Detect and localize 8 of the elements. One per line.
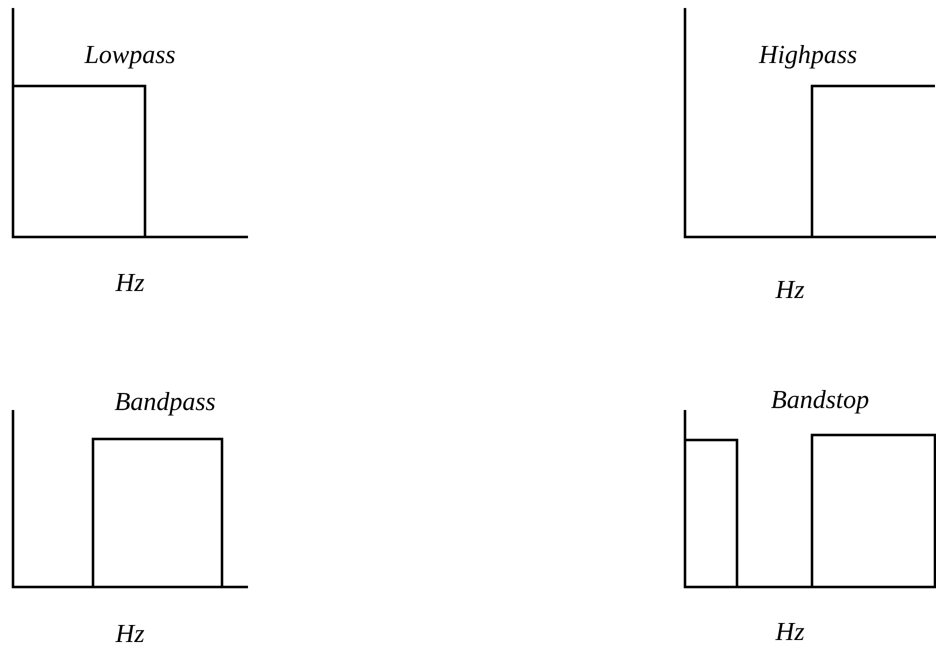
filter-name: Bandpass [114,389,216,415]
axis-label: Hz [776,277,804,303]
filter-name: Lowpass [84,42,176,68]
filter-name: Highpass [758,42,858,68]
axis-label: Hz [116,621,144,646]
axis-label: Hz [116,270,144,296]
axis-label: Hz [776,619,804,645]
filter-name: Bandstop [770,387,870,413]
